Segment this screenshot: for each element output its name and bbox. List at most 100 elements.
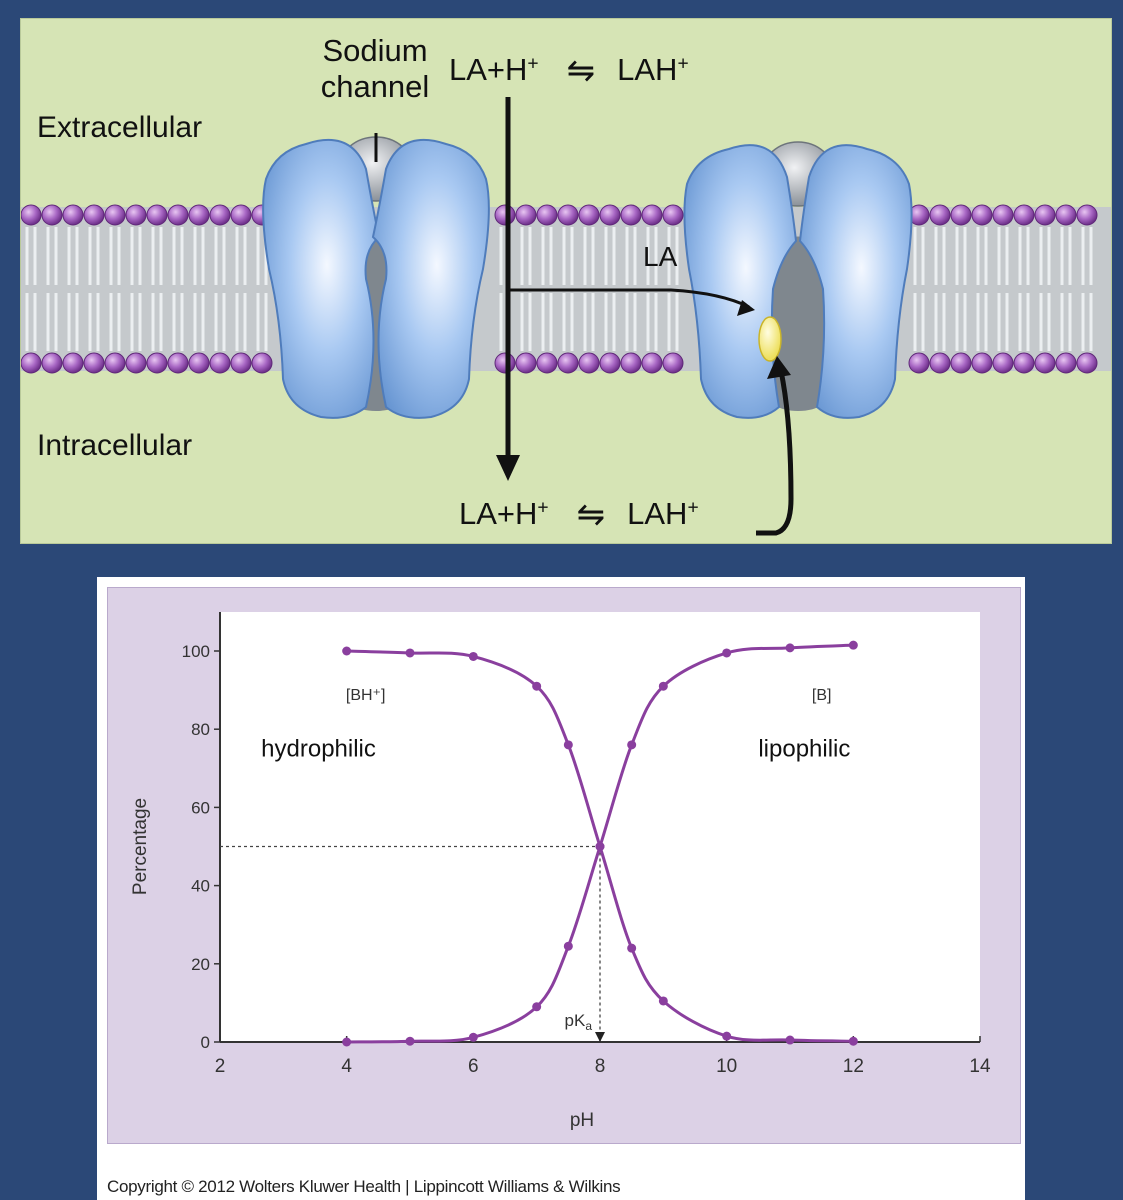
- data-point: [722, 1031, 732, 1041]
- channel-subunit: [798, 144, 913, 419]
- lipid-head: [536, 352, 558, 374]
- lipid-head: [515, 352, 537, 374]
- lipid-head: [929, 352, 951, 374]
- lipid-head: [1055, 352, 1077, 374]
- lipid-head: [230, 352, 252, 374]
- lipid-head: [971, 352, 993, 374]
- lipid-head: [578, 204, 600, 226]
- data-point: [658, 996, 668, 1006]
- lipid-head: [230, 204, 252, 226]
- y-tick-label: 60: [191, 798, 210, 817]
- lipid-head: [641, 204, 663, 226]
- hydrophilic-label: hydrophilic: [261, 736, 376, 763]
- data-point: [595, 842, 605, 851]
- y-tick-label: 80: [191, 720, 210, 739]
- lipid-head: [41, 204, 63, 226]
- lipid-head: [641, 352, 663, 374]
- lipid-head: [908, 352, 930, 374]
- lipid-head: [188, 204, 210, 226]
- equilibrium-intracellular: LA+H+⇋LAH+: [459, 496, 699, 534]
- equilibrium-extracellular: LA+H+⇋LAH+: [449, 52, 689, 90]
- lipid-head: [662, 204, 684, 226]
- plot-area: [220, 612, 980, 1042]
- lipid-head: [167, 352, 189, 374]
- sodium-channel-label: Sodium channel: [320, 33, 430, 104]
- lipid-head: [494, 204, 516, 226]
- lipid-head: [41, 352, 63, 374]
- data-point: [658, 681, 668, 691]
- lipid-head: [557, 204, 579, 226]
- data-point: [532, 1002, 542, 1012]
- data-point: [563, 740, 573, 750]
- y-tick-label: 40: [191, 877, 210, 896]
- lipid-head: [146, 352, 168, 374]
- lipid-head: [971, 204, 993, 226]
- lipophilic-label: lipophilic: [758, 736, 850, 763]
- lipid-head: [167, 204, 189, 226]
- data-point: [342, 646, 352, 656]
- series-label-bh: [BH⁺]: [346, 687, 386, 704]
- data-point: [848, 1036, 858, 1046]
- lipid-head: [1076, 352, 1098, 374]
- lipid-head: [125, 204, 147, 226]
- x-tick-label: 10: [716, 1056, 737, 1077]
- lipid-head: [1055, 204, 1077, 226]
- series-label-b: [B]: [812, 687, 832, 704]
- x-tick-label: 12: [843, 1056, 864, 1077]
- intracellular-label: Intracellular: [37, 429, 193, 462]
- lipid-head: [62, 352, 84, 374]
- pka-arrowhead: [595, 1032, 605, 1042]
- data-point: [342, 1037, 352, 1047]
- equilibrium-arrows-icon: ⇋: [576, 496, 606, 534]
- lipid-head: [146, 204, 168, 226]
- lipid-head: [21, 352, 42, 374]
- diffusion-arrow: [496, 97, 520, 481]
- lipid-head: [950, 352, 972, 374]
- membrane-diagram: Sodium channel Extracellular Intracellul…: [20, 18, 1112, 544]
- lipid-heads: [21, 204, 1098, 374]
- lipid-head: [104, 352, 126, 374]
- channel-subunit: [371, 138, 490, 419]
- lipid-head: [62, 204, 84, 226]
- data-point: [627, 943, 637, 953]
- lipid-head: [536, 204, 558, 226]
- lipid-head: [620, 204, 642, 226]
- lipid-head: [104, 204, 126, 226]
- lipid-head: [662, 352, 684, 374]
- lipid-head: [929, 204, 951, 226]
- equilibrium-arrows-icon: ⇋: [566, 52, 596, 90]
- lipid-tails: [25, 227, 1093, 351]
- x-axis-label: pH: [570, 1110, 594, 1131]
- sodium-channel-right: [683, 141, 913, 419]
- x-tick-label: 2: [215, 1056, 226, 1077]
- lipid-head: [557, 352, 579, 374]
- local-anesthetic-binding-site: [758, 316, 782, 362]
- membrane-illustration: [21, 97, 1111, 536]
- x-tick-label: 14: [969, 1056, 991, 1077]
- data-point: [405, 648, 415, 658]
- lipid-head: [251, 352, 273, 374]
- lipid-head: [83, 204, 105, 226]
- lipid-head: [620, 352, 642, 374]
- y-tick-label: 100: [182, 642, 210, 661]
- data-point: [785, 1035, 795, 1045]
- la-arrow: [510, 288, 755, 316]
- lipid-head: [599, 204, 621, 226]
- extracellular-label: Extracellular: [37, 111, 203, 144]
- lipid-head: [1034, 204, 1056, 226]
- lipid-head: [950, 204, 972, 226]
- data-point: [627, 740, 637, 750]
- lipid-head: [188, 352, 210, 374]
- lipid-head: [599, 352, 621, 374]
- lipid-head: [83, 352, 105, 374]
- lipid-head: [125, 352, 147, 374]
- x-tick-label: 8: [595, 1056, 606, 1077]
- y-tick-label: 0: [201, 1033, 210, 1052]
- data-point: [468, 1032, 478, 1042]
- y-tick-label: 20: [191, 955, 210, 974]
- data-point: [405, 1036, 415, 1046]
- data-point: [722, 648, 732, 658]
- lipid-head: [21, 204, 42, 226]
